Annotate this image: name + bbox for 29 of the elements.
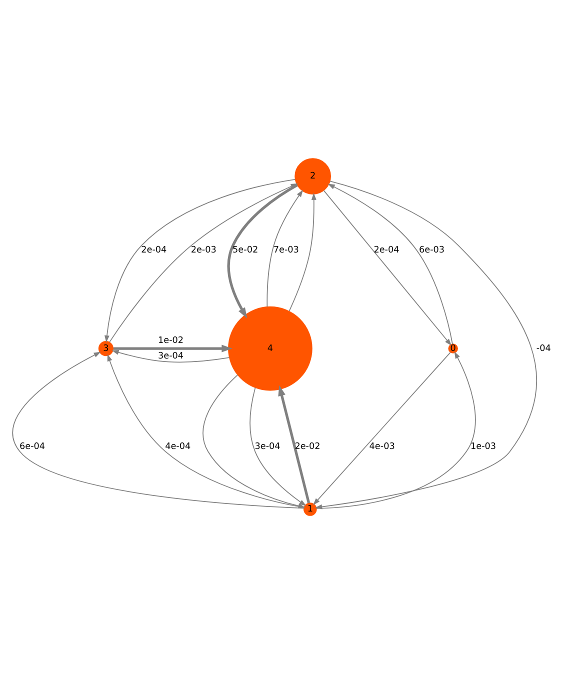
node-circle: 3 <box>98 340 114 356</box>
edge-label: -04 <box>536 343 551 354</box>
node-circle: 2 <box>294 158 332 194</box>
arrow <box>313 352 451 505</box>
arrow <box>112 350 230 362</box>
arrow <box>314 180 538 509</box>
edge-label: 5e-02 <box>232 245 258 256</box>
node-circle: 1 <box>304 502 317 516</box>
arrow <box>316 350 476 508</box>
arrow <box>288 192 316 311</box>
edge-label: 2e-02 <box>294 441 320 452</box>
edge-label: 3e-04 <box>158 350 184 361</box>
arrow <box>113 344 232 352</box>
edge-label: 4e-03 <box>369 441 395 452</box>
edge-label: 1e-03 <box>470 441 496 452</box>
edge-label: 2e-04 <box>141 245 167 256</box>
edge-label: 4e-04 <box>165 441 191 452</box>
arrow <box>227 183 298 318</box>
arrow <box>250 386 306 506</box>
edge-label: 7e-03 <box>273 245 299 256</box>
edge-label: 1e-02 <box>158 336 184 346</box>
edge-label: 2e-04 <box>374 245 400 256</box>
edge-label: 2e-03 <box>190 245 216 256</box>
node-circle: 0 <box>448 343 458 353</box>
edge-label: 3e-04 <box>254 441 280 452</box>
edge-label: 6e-04 <box>19 441 46 452</box>
arrow <box>266 189 304 307</box>
edge-label: 6e-03 <box>419 245 445 256</box>
arrow <box>278 384 310 503</box>
